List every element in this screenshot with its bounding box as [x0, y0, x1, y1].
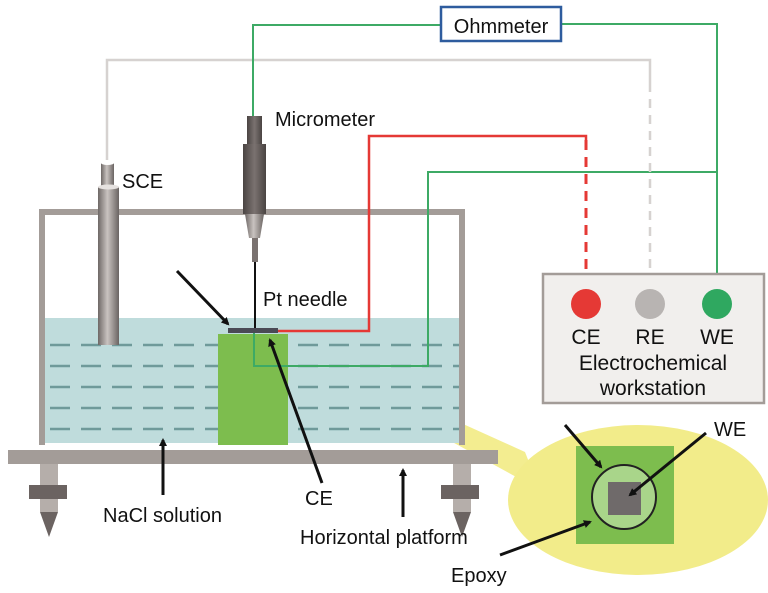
- sce-label: SCE: [122, 171, 163, 193]
- re-wire: [105, 58, 652, 160]
- arrow-ce: [268, 338, 324, 484]
- ce-label: CE: [305, 488, 333, 510]
- arrow-epoxy: [499, 520, 592, 557]
- pt-needle-label: Pt needle: [263, 289, 348, 311]
- ce-wire: [278, 134, 588, 333]
- ce-plate: [228, 328, 278, 333]
- epoxy-label: Epoxy: [451, 565, 507, 587]
- micrometer: [243, 116, 266, 328]
- pointer-arrows: [159, 269, 707, 557]
- horizontal-platform-label: Horizontal platform: [300, 527, 468, 549]
- arrow-inset-surface: [563, 424, 603, 469]
- arrow-we: [628, 431, 707, 497]
- nacl-solution-label: NaCl solution: [103, 505, 222, 527]
- electrochemical-workstation: CE RE WE Electrochemical workstation: [541, 272, 766, 405]
- terminal-we: [702, 289, 732, 319]
- leg-left-nut: [29, 485, 67, 499]
- we-inset-label: WE: [714, 419, 746, 441]
- micrometer-label: Micrometer: [275, 109, 375, 131]
- wires: [105, 23, 718, 333]
- ohmmeter-label: Ohmmeter: [454, 16, 549, 38]
- horizontal-platform: [8, 450, 498, 537]
- inset-we-square: [608, 482, 641, 515]
- terminal-re: [635, 289, 665, 319]
- arrow-to-ce-plate: [175, 269, 230, 326]
- ohmmeter-box: [439, 5, 563, 43]
- leg-left-spike: [40, 512, 58, 537]
- sample-inset: [508, 425, 768, 575]
- ohmmeter-wire-right: [561, 23, 718, 292]
- workstation-title-line2: workstation: [599, 377, 706, 400]
- terminal-re-label: RE: [635, 326, 664, 349]
- ohmmeter-wire-left: [252, 24, 444, 117]
- workstation-title-line1: Electrochemical: [579, 352, 727, 375]
- terminal-we-label: WE: [700, 326, 734, 349]
- we-wire-in-solution: [253, 171, 718, 367]
- leg-right-spike: [453, 512, 471, 537]
- sce-electrode: [98, 161, 119, 345]
- terminal-ce-label: CE: [571, 326, 600, 349]
- leg-right-nut: [441, 485, 479, 499]
- terminal-ce: [571, 289, 601, 319]
